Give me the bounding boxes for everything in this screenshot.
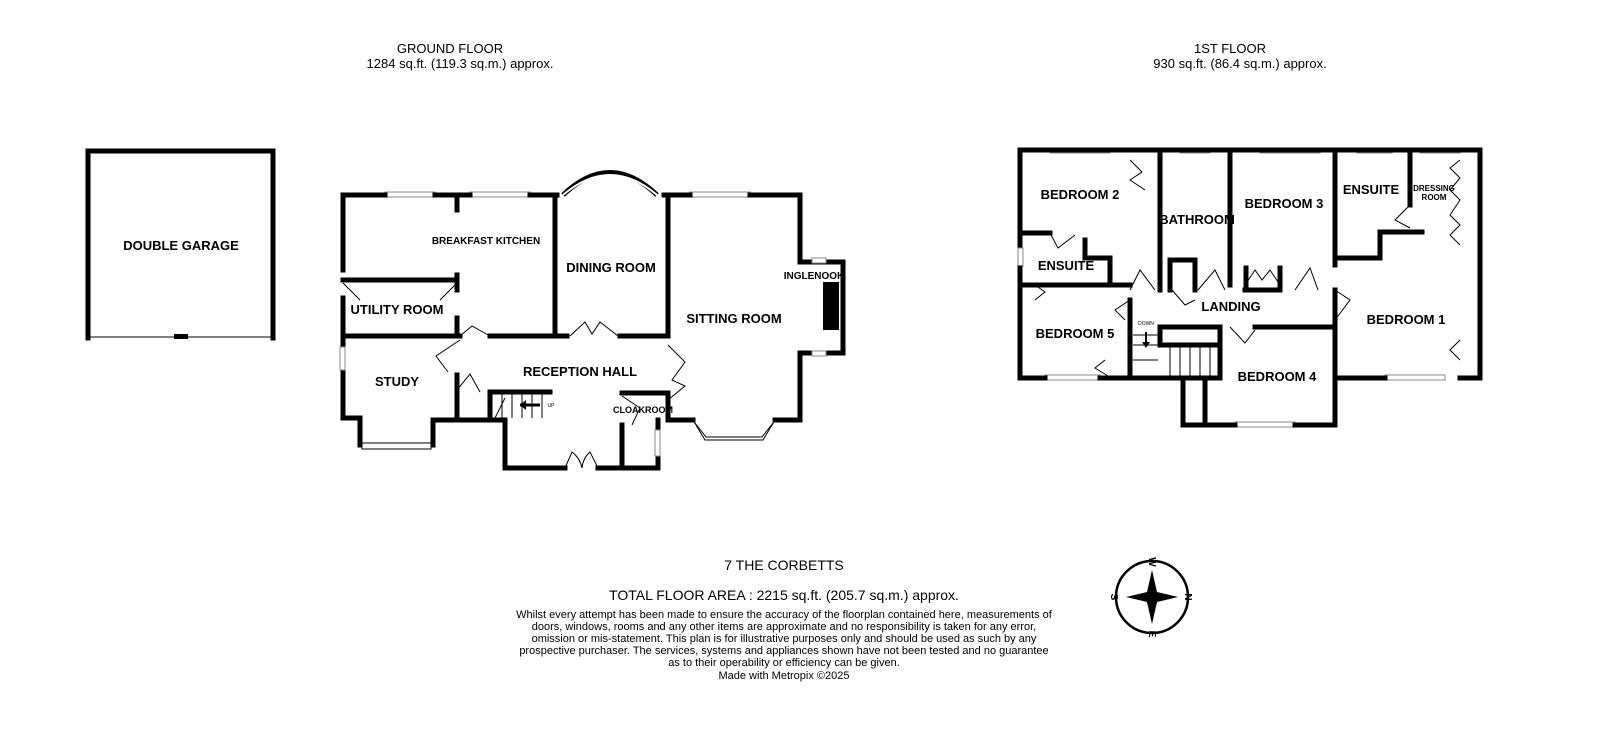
label-breakfast-kitchen: BREAKFAST KITCHEN [432, 236, 540, 247]
label-reception-hall: RECEPTION HALL [523, 364, 637, 379]
label-dressing-room: ROOM [1422, 193, 1447, 202]
label-dressing: DRESSING [1413, 184, 1455, 193]
double-garage [85, 148, 276, 341]
label-bedroom-1: BEDROOM 1 [1367, 312, 1446, 327]
compass-n: N [1182, 593, 1193, 600]
first-floor-area: 930 sq.ft. (86.4 sq.m.) approx. [1153, 56, 1327, 71]
label-down: DOWN [1138, 321, 1154, 327]
label-bathroom: BATHROOM [1159, 212, 1235, 227]
first-floor-title: 1ST FLOOR [1193, 41, 1266, 56]
total-floor-area: TOTAL FLOOR AREA : 2215 sq.ft. (205.7 sq… [609, 587, 959, 603]
ground-floor-title: GROUND FLOOR [396, 41, 504, 56]
label-cloakroom: CLOAKROOM [613, 405, 673, 415]
compass-e: E [1146, 631, 1157, 638]
label-ensuite-1: ENSUITE [1343, 182, 1400, 197]
property-name: 7 THE CORBETTS [724, 557, 844, 573]
label-sitting-room: SITTING ROOM [686, 311, 781, 326]
disclaimer: Whilst every attempt has been made to en… [516, 609, 1052, 669]
label-study: STUDY [375, 374, 419, 389]
ground-floor-header: GROUND FLOOR 1284 sq.ft. (119.3 sq.m.) a… [330, 41, 570, 71]
label-landing: LANDING [1201, 299, 1260, 314]
label-utility-room: UTILITY ROOM [351, 302, 444, 317]
ground-floor-plan [339, 170, 846, 471]
label-bedroom-5: BEDROOM 5 [1036, 326, 1115, 341]
compass-w: W [1146, 557, 1157, 567]
compass-s: S [1108, 594, 1119, 601]
label-double-garage: DOUBLE GARAGE [123, 238, 239, 253]
label-up: UP [548, 403, 556, 409]
label-bedroom-2: BEDROOM 2 [1041, 187, 1120, 202]
label-bedroom-3: BEDROOM 3 [1245, 196, 1324, 211]
label-inglenook: INGLENOOK [784, 271, 845, 282]
label-bedroom-4: BEDROOM 4 [1238, 369, 1318, 384]
label-ensuite-2: ENSUITE [1038, 258, 1095, 273]
label-dining-room: DINING ROOM [566, 260, 656, 275]
first-floor-header: 1ST FLOOR 930 sq.ft. (86.4 sq.m.) approx… [1110, 41, 1350, 71]
first-floor-plan [1017, 147, 1483, 428]
ground-floor-area: 1284 sq.ft. (119.3 sq.m.) approx. [366, 56, 554, 71]
compass-icon: W N E S [1108, 557, 1193, 637]
credit: Made with Metropix ©2025 [718, 670, 850, 682]
